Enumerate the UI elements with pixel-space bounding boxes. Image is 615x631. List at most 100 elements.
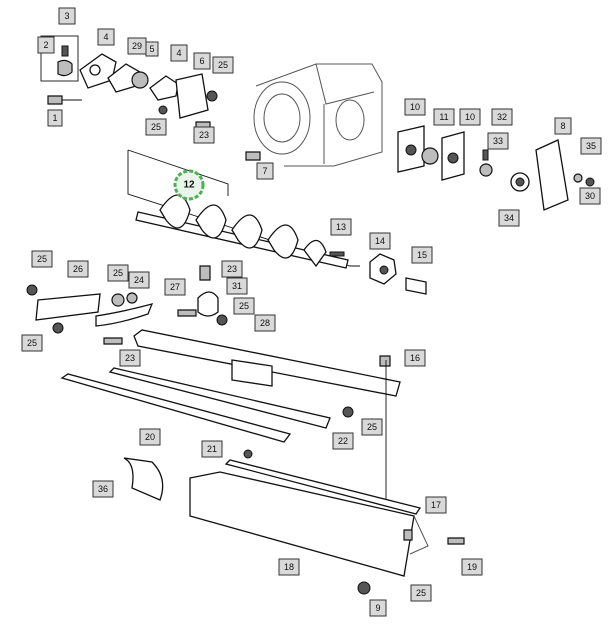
svg-text:27: 27 xyxy=(170,282,180,292)
callout-33[interactable]: 33 xyxy=(487,132,509,150)
svg-text:13: 13 xyxy=(336,222,346,232)
callout-12-highlight[interactable]: 12 xyxy=(173,169,205,201)
callout-35[interactable]: 35 xyxy=(580,137,602,155)
callout-10[interactable]: 10 xyxy=(404,98,426,116)
svg-text:6: 6 xyxy=(199,56,204,66)
callout-29[interactable]: 29 xyxy=(127,37,147,55)
callout-23[interactable]: 23 xyxy=(193,126,215,144)
trough-assembly xyxy=(123,360,465,595)
svg-text:25: 25 xyxy=(239,301,249,311)
callout-14[interactable]: 14 xyxy=(369,232,391,250)
svg-text:32: 32 xyxy=(497,112,507,122)
callout-4[interactable]: 4 xyxy=(97,28,115,46)
svg-text:22: 22 xyxy=(338,436,348,446)
svg-text:7: 7 xyxy=(262,166,267,176)
svg-text:23: 23 xyxy=(227,264,237,274)
svg-text:10: 10 xyxy=(410,102,420,112)
callout-5[interactable]: 5 xyxy=(145,41,159,57)
svg-text:31: 31 xyxy=(232,281,242,291)
svg-text:23: 23 xyxy=(125,353,135,363)
svg-text:3: 3 xyxy=(64,11,69,21)
svg-text:11: 11 xyxy=(439,112,448,122)
callout-26[interactable]: 26 xyxy=(67,260,89,278)
callout-3[interactable]: 3 xyxy=(58,7,76,25)
svg-text:24: 24 xyxy=(134,275,144,285)
svg-text:26: 26 xyxy=(73,264,83,274)
svg-text:12: 12 xyxy=(183,180,195,191)
callout-25[interactable]: 25 xyxy=(212,56,234,74)
svg-text:29: 29 xyxy=(132,41,142,51)
callout-23[interactable]: 23 xyxy=(221,260,243,278)
svg-text:25: 25 xyxy=(218,60,228,70)
callout-30[interactable]: 30 xyxy=(579,187,601,205)
svg-text:25: 25 xyxy=(113,268,123,278)
callout-31[interactable]: 31 xyxy=(226,277,248,295)
svg-text:35: 35 xyxy=(586,141,596,151)
svg-text:23: 23 xyxy=(199,130,209,140)
gearbox-housing xyxy=(245,63,383,167)
callout-10[interactable]: 10 xyxy=(459,108,481,126)
svg-text:25: 25 xyxy=(27,338,37,348)
callout-25[interactable]: 25 xyxy=(31,250,53,268)
callout-1[interactable]: 1 xyxy=(47,109,63,127)
svg-text:30: 30 xyxy=(585,191,595,201)
svg-text:2: 2 xyxy=(43,40,48,50)
svg-text:1: 1 xyxy=(52,113,57,123)
svg-text:16: 16 xyxy=(410,353,420,363)
callout-11[interactable]: 11 xyxy=(433,108,455,126)
callout-25[interactable]: 25 xyxy=(107,264,129,282)
svg-text:8: 8 xyxy=(560,121,565,131)
callout-25[interactable]: 25 xyxy=(361,418,383,436)
svg-text:15: 15 xyxy=(417,250,427,260)
svg-text:25: 25 xyxy=(151,122,161,132)
callout-21[interactable]: 21 xyxy=(201,440,223,458)
callout-8[interactable]: 8 xyxy=(554,117,572,135)
callout-4[interactable]: 4 xyxy=(170,44,188,62)
svg-text:28: 28 xyxy=(260,318,270,328)
callout-13[interactable]: 13 xyxy=(330,218,352,236)
callout-19[interactable]: 19 xyxy=(461,558,483,576)
callout-16[interactable]: 16 xyxy=(404,349,426,367)
svg-text:20: 20 xyxy=(145,432,155,442)
svg-text:25: 25 xyxy=(416,588,426,598)
callout-22[interactable]: 22 xyxy=(332,432,354,450)
callout-25[interactable]: 25 xyxy=(410,584,432,602)
callout-24[interactable]: 24 xyxy=(128,271,150,289)
callout-34[interactable]: 34 xyxy=(498,209,520,227)
callout-2[interactable]: 2 xyxy=(37,36,55,54)
frame-rail xyxy=(133,329,401,418)
callout-6[interactable]: 6 xyxy=(193,52,211,70)
callout-23[interactable]: 23 xyxy=(119,349,141,367)
callout-25[interactable]: 25 xyxy=(233,297,255,315)
svg-text:10: 10 xyxy=(465,112,475,122)
svg-text:14: 14 xyxy=(375,236,385,246)
svg-text:21: 21 xyxy=(207,444,217,454)
svg-text:19: 19 xyxy=(467,562,477,572)
callout-36[interactable]: 36 xyxy=(92,480,114,498)
svg-text:4: 4 xyxy=(176,48,181,58)
lower-strips xyxy=(60,367,331,459)
svg-text:25: 25 xyxy=(367,422,377,432)
svg-text:17: 17 xyxy=(431,500,441,510)
callout-15[interactable]: 15 xyxy=(411,246,433,264)
callout-9[interactable]: 9 xyxy=(369,599,387,617)
highlight-gear-icon xyxy=(173,169,205,201)
callout-28[interactable]: 28 xyxy=(254,314,276,332)
callout-27[interactable]: 27 xyxy=(164,278,186,296)
svg-text:5: 5 xyxy=(149,44,154,54)
bearing-stack xyxy=(397,125,595,211)
callout-25[interactable]: 25 xyxy=(145,118,167,136)
svg-text:25: 25 xyxy=(37,254,47,264)
callout-17[interactable]: 17 xyxy=(425,496,447,514)
arm-assembly xyxy=(26,265,228,345)
hub-assembly-group xyxy=(40,35,218,131)
callout-20[interactable]: 20 xyxy=(139,428,161,446)
callout-25[interactable]: 25 xyxy=(21,334,43,352)
auger-assembly xyxy=(127,149,427,295)
callout-7[interactable]: 7 xyxy=(256,162,274,180)
svg-text:34: 34 xyxy=(504,213,514,223)
callout-32[interactable]: 32 xyxy=(491,108,513,126)
svg-text:18: 18 xyxy=(284,562,294,572)
callout-18[interactable]: 18 xyxy=(278,558,300,576)
